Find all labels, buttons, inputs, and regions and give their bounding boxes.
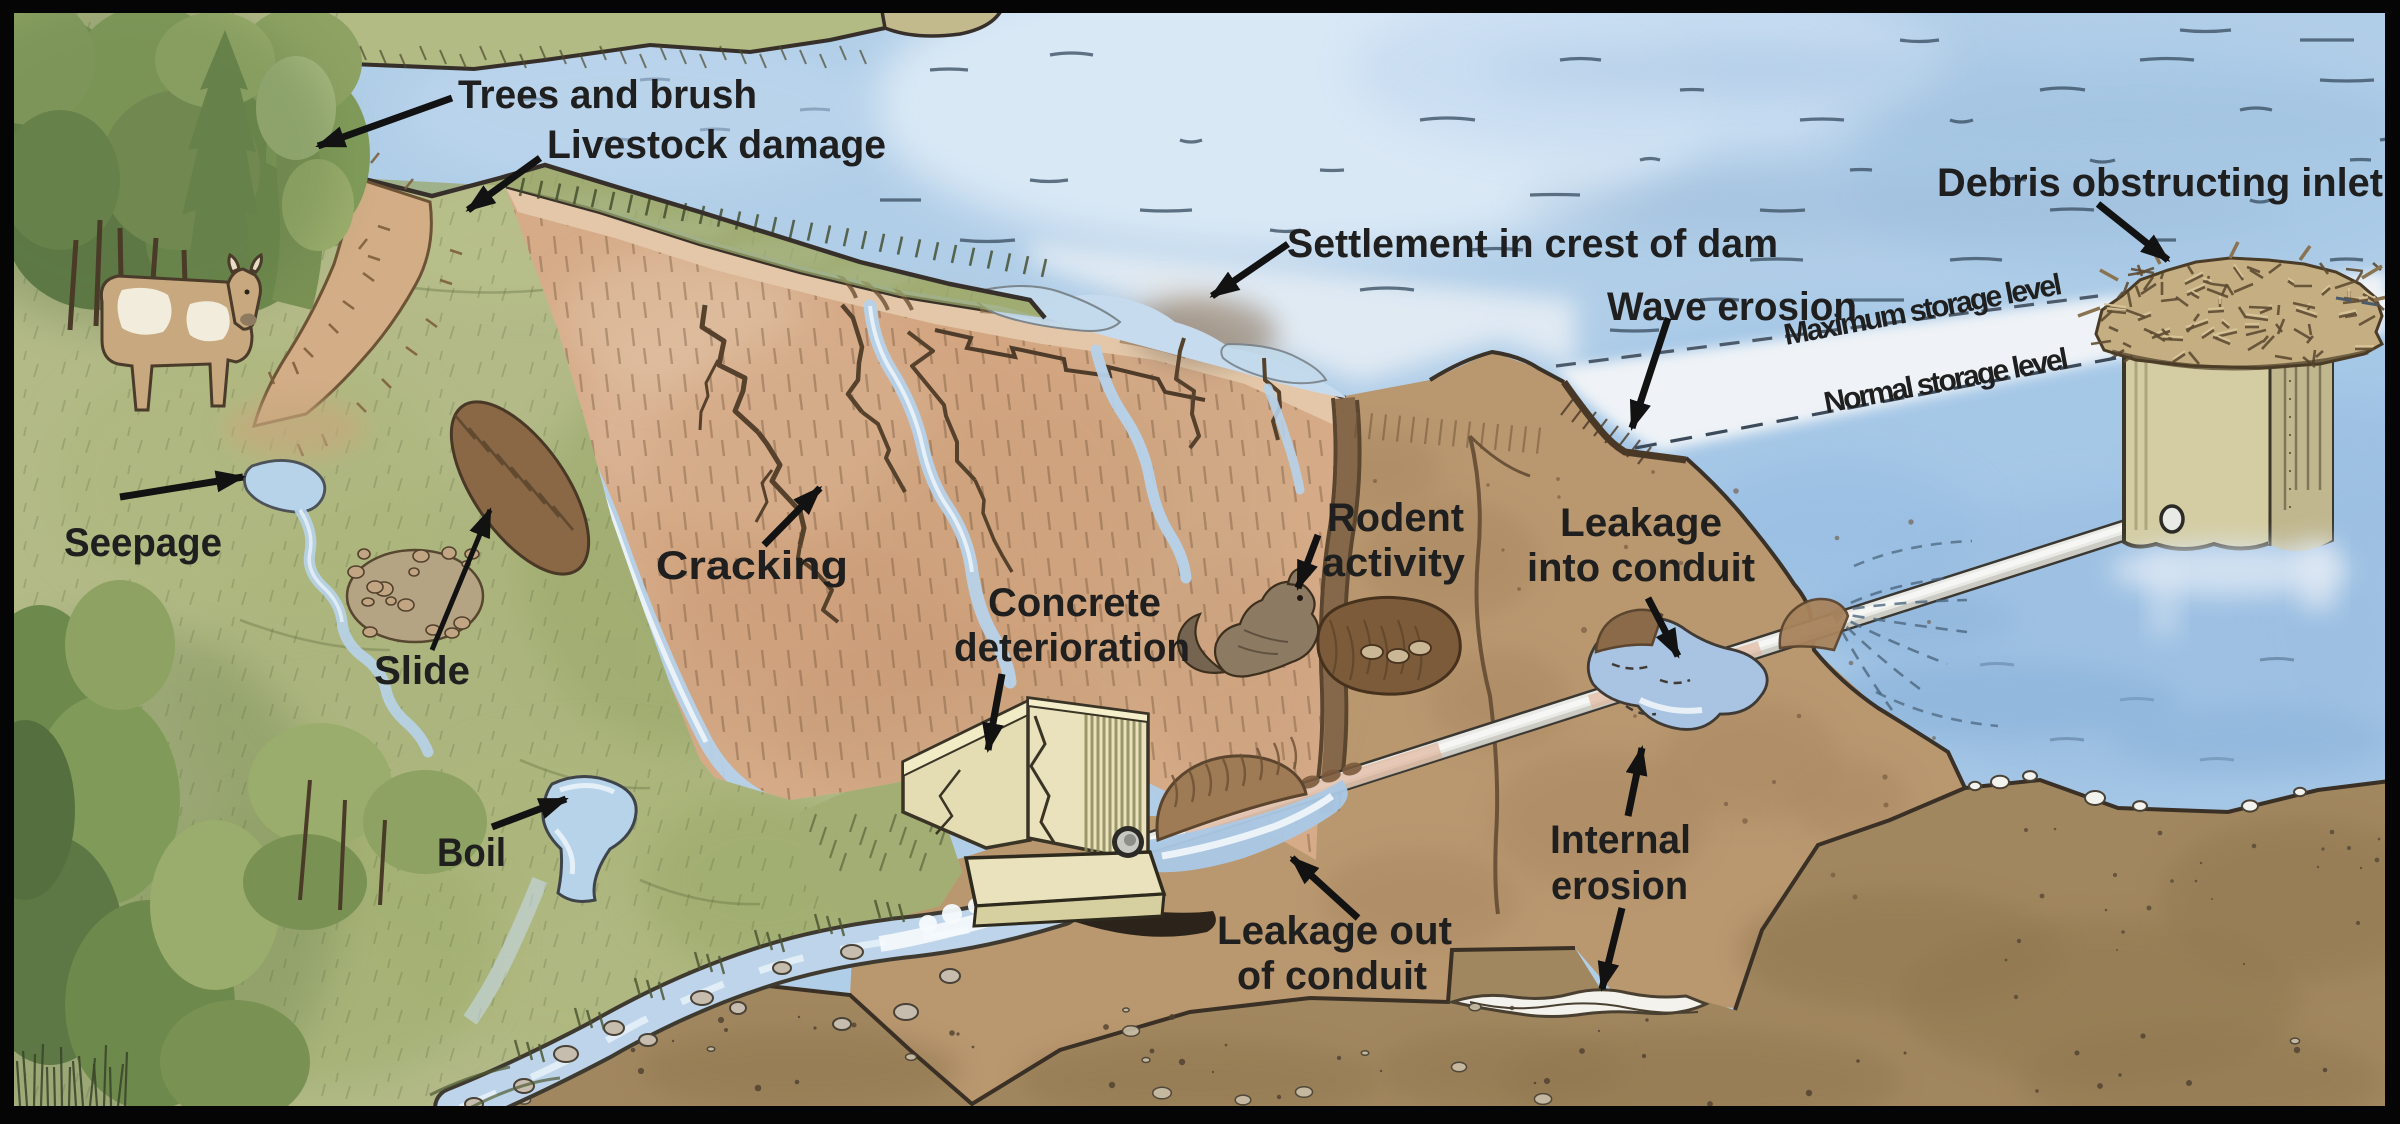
svg-text:deterioration: deterioration (954, 626, 1190, 670)
svg-text:Cracking: Cracking (656, 544, 848, 588)
svg-text:Leakage: Leakage (1560, 501, 1722, 545)
svg-text:Rodent: Rodent (1327, 496, 1464, 540)
svg-text:Settlement in crest of dam: Settlement in crest of dam (1287, 222, 1778, 266)
svg-text:Debris obstructing inlet: Debris obstructing inlet (1937, 161, 2383, 205)
svg-text:Leakage out: Leakage out (1217, 909, 1452, 953)
svg-text:Slide: Slide (374, 649, 470, 693)
svg-text:Livestock damage: Livestock damage (547, 123, 886, 167)
svg-text:activity: activity (1322, 541, 1466, 585)
svg-text:Concrete: Concrete (988, 581, 1161, 625)
svg-text:into conduit: into conduit (1527, 546, 1755, 590)
svg-text:Wave erosion: Wave erosion (1607, 285, 1857, 329)
svg-text:Internal: Internal (1550, 818, 1691, 862)
svg-text:Seepage: Seepage (64, 521, 222, 565)
svg-text:Boil: Boil (437, 831, 506, 875)
svg-text:of conduit: of conduit (1237, 954, 1427, 998)
svg-text:erosion: erosion (1551, 864, 1688, 908)
svg-text:Trees and brush: Trees and brush (458, 73, 757, 117)
